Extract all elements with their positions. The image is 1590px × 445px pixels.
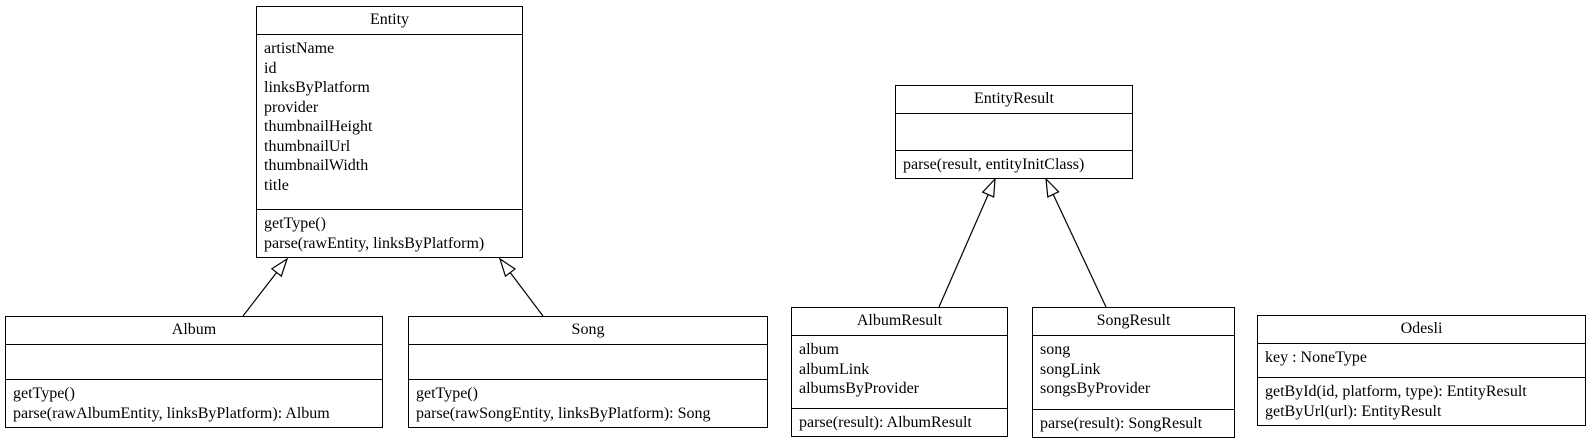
- class-title: Album: [171, 321, 217, 338]
- class-title: AlbumResult: [856, 312, 943, 329]
- class-attributes-section: [409, 344, 767, 379]
- member-line: songsByProvider: [1040, 380, 1151, 397]
- member-line: parse(rawEntity, linksByPlatform): [264, 234, 485, 252]
- member-line: parse(result, entityInitClass): [903, 155, 1085, 173]
- member-line: title: [264, 176, 289, 194]
- class-box-entityresult: EntityResult parse(result, entityInitCla…: [895, 85, 1133, 179]
- inheritance-arrow-songresult-to-entityresult: [1045, 177, 1107, 308]
- class-methods-section: getType() parse(rawEntity, linksByPlatfor…: [257, 209, 522, 257]
- class-box-songresult: SongResult song songLink songsByProvider p…: [1032, 307, 1235, 438]
- inheritance-arrow-song-to-entity: [498, 257, 544, 317]
- member-line: songLink: [1040, 360, 1101, 378]
- inheritance-arrow-albumresult-to-entityresult: [938, 177, 996, 308]
- member-line: thumbnailWidth: [264, 157, 369, 174]
- member-line: id: [264, 59, 277, 77]
- member-line: provider: [264, 98, 319, 116]
- member-line: parse(result): SongResult: [1040, 414, 1203, 432]
- class-title: SongResult: [1096, 312, 1171, 329]
- member-line: parse(result): AlbumResult: [799, 413, 972, 431]
- member-line: thumbnailHeight: [264, 118, 373, 135]
- class-title: Entity: [369, 11, 410, 28]
- class-attributes-section: artistName id linksByPlatform provider thumb…: [257, 34, 522, 209]
- member-line: artistName: [264, 40, 335, 57]
- member-line: song: [1040, 341, 1071, 358]
- class-title: EntityResult: [974, 90, 1054, 107]
- class-attributes-section: song songLink songsByProvider: [1033, 335, 1234, 409]
- class-methods-section: parse(result): SongResult: [1033, 408, 1234, 438]
- member-line: parse(rawAlbumEntity, linksByPlatform): …: [13, 404, 330, 422]
- class-box-entity: Entity artistName id linksByPlatform provid…: [256, 6, 523, 258]
- class-attributes-section: [896, 113, 1132, 150]
- member-line: key : NoneType: [1265, 349, 1367, 366]
- class-box-albumresult: AlbumResult album albumLink albumsByProvid…: [791, 307, 1008, 437]
- member-line: getByUrl(url): EntityResult: [1265, 402, 1442, 420]
- class-methods-section: getType() parse(rawAlbumEntity, linksByPl…: [6, 379, 382, 427]
- member-line: getType(): [416, 385, 478, 402]
- member-line: getType(): [13, 385, 75, 402]
- member-line: parse(rawSongEntity, linksByPlatform): S…: [416, 404, 711, 422]
- class-box-odesli: Odesli key : NoneType getById(id, platfo…: [1257, 315, 1586, 426]
- class-title: Odesli: [1400, 320, 1443, 337]
- class-methods-section: parse(result): AlbumResult: [792, 407, 1007, 437]
- member-line: linksByPlatform: [264, 79, 370, 96]
- class-attributes-section: album albumLink albumsByProvider: [792, 335, 1007, 408]
- member-line: getById(id, platform, type): EntityResul…: [1265, 383, 1527, 400]
- class-methods-section: parse(result, entityInitClass): [896, 149, 1132, 179]
- class-box-song: Song getType() parse(rawSongEntity, links…: [408, 316, 768, 428]
- class-box-album: Album getType() parse(rawAlbumEntity, lin…: [5, 316, 383, 428]
- class-attributes-section: [6, 344, 382, 379]
- member-line: thumbnailUrl: [264, 137, 351, 155]
- inheritance-arrow-album-to-entity: [242, 257, 289, 317]
- class-attributes-section: key : NoneType: [1258, 343, 1585, 377]
- class-methods-section: getById(id, platform, type): EntityResul…: [1258, 377, 1585, 425]
- member-line: albumsByProvider: [799, 380, 919, 397]
- member-line: albumLink: [799, 360, 870, 378]
- class-title: Song: [571, 321, 605, 338]
- member-line: getType(): [264, 215, 326, 232]
- class-methods-section: getType() parse(rawSongEntity, linksByPla…: [409, 379, 767, 427]
- member-line: album: [799, 341, 839, 358]
